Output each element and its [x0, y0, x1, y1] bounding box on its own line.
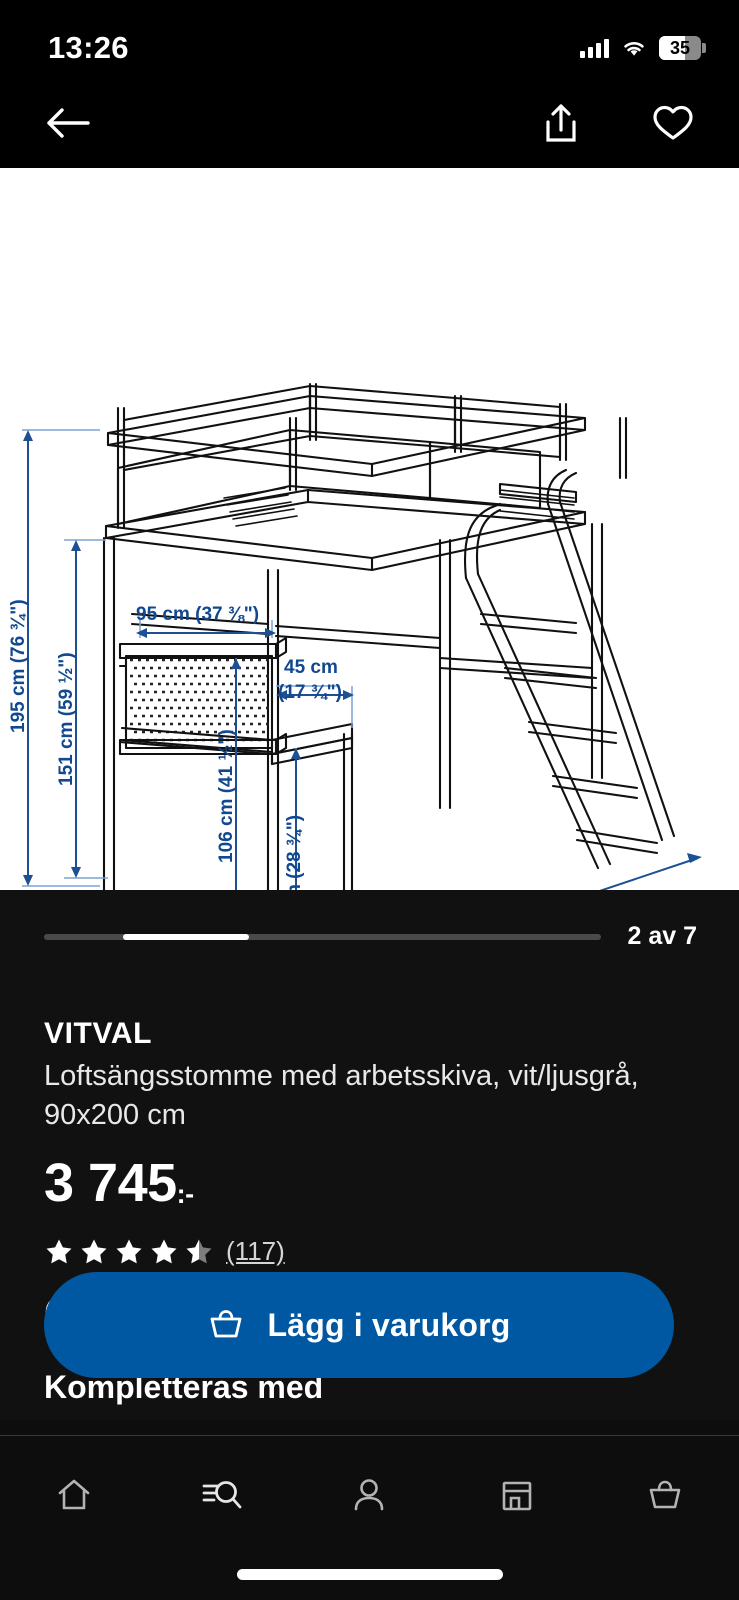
rating-stars — [44, 1237, 214, 1267]
gallery-pagination[interactable]: 2 av 7 — [0, 890, 739, 951]
back-arrow-icon — [47, 108, 90, 138]
wifi-icon — [624, 42, 644, 56]
rating-count-link[interactable]: (117) — [226, 1236, 285, 1267]
share-button[interactable] — [535, 97, 587, 149]
star-icon-full — [151, 1239, 177, 1263]
heart-icon — [653, 105, 693, 140]
tab-store[interactable] — [443, 1460, 591, 1530]
tab-home[interactable] — [0, 1460, 148, 1530]
cellular-signal-icon — [580, 38, 609, 58]
star-icon-full — [116, 1239, 142, 1263]
share-icon — [546, 104, 576, 142]
dimension-label-overall-height: 195 cm (76 ¾") — [8, 599, 29, 733]
store-icon — [502, 1481, 532, 1511]
battery-level: 35 — [669, 38, 691, 58]
star-icon-half — [186, 1239, 212, 1263]
product-image-dimension-drawing[interactable]: 195 cm (76 ¾") 151 cm (59 ½") 95 cm (37 … — [0, 168, 739, 890]
star-icon-full — [81, 1239, 107, 1263]
price-currency-suffix: :- — [176, 1179, 194, 1210]
product-description: Loftsängsstomme med arbetsskiva, vit/lju… — [44, 1060, 639, 1131]
shopping-basket-icon — [211, 1310, 242, 1338]
add-to-cart-button[interactable]: Lägg i varukorg — [44, 1272, 674, 1378]
star-icon-full — [46, 1239, 72, 1263]
home-indicator — [236, 1569, 503, 1580]
tab-cart[interactable] — [591, 1460, 739, 1530]
home-icon — [58, 1479, 90, 1510]
product-brand: VITVAL — [44, 1017, 153, 1050]
dimension-label-desk-depth-a: 45 cm — [284, 657, 338, 678]
dimension-label-panel-width: 95 cm (37 ⅜") — [136, 604, 259, 625]
loft-bed-line-drawing: 195 cm (76 ¾") 151 cm (59 ½") 95 cm (37 … — [8, 382, 702, 890]
dimension-label-desk-height: 73 cm (28 ¾") — [284, 815, 305, 890]
status-bar-clock: 13:26 — [48, 30, 129, 65]
battery-icon: 35 — [659, 36, 706, 60]
search-list-icon — [202, 1481, 242, 1509]
product-price: 3 745:- — [44, 1152, 695, 1214]
status-bar: 13:26 35 — [0, 0, 739, 78]
status-bar-icons: 35 — [580, 36, 706, 60]
add-to-cart-label: Lägg i varukorg — [267, 1306, 511, 1343]
back-button[interactable] — [42, 97, 94, 149]
dimension-label-rail-height: 151 cm (59 ½") — [56, 652, 77, 786]
gallery-progress-thumb — [123, 933, 249, 940]
person-icon — [355, 1479, 384, 1511]
tab-profile[interactable] — [296, 1460, 444, 1530]
favorite-button[interactable] — [647, 97, 699, 149]
gallery-page-indicator: 2 av 7 — [627, 922, 697, 950]
dimension-label-underbed-clearance: 106 cm (41 ½") — [216, 729, 237, 863]
price-amount: 3 745 — [44, 1153, 177, 1214]
basket-icon — [649, 1480, 681, 1509]
product-rating[interactable]: (117) — [44, 1236, 695, 1267]
dimension-label-desk-depth-b: (17 ¾") — [278, 682, 342, 703]
tab-search[interactable] — [148, 1460, 296, 1530]
nav-actions — [535, 97, 699, 149]
navigation-bar — [0, 78, 739, 168]
gallery-progress-track[interactable] — [44, 933, 602, 940]
bottom-tab-bar — [0, 1435, 739, 1600]
